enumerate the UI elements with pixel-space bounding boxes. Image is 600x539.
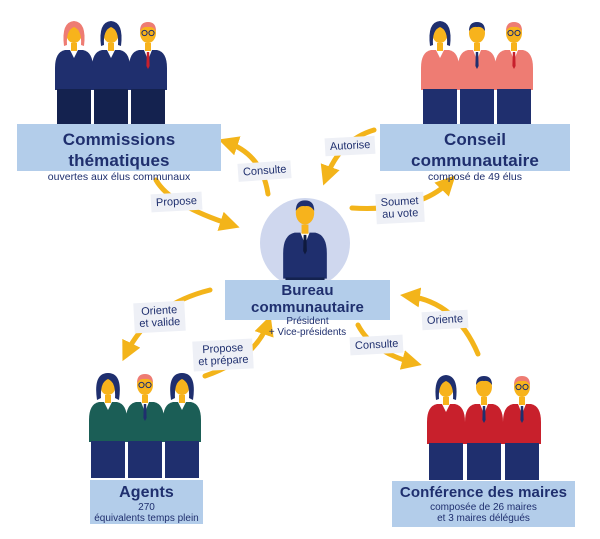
edge-label-propose-et-prepare: Propose et prépare — [192, 338, 254, 372]
bureau-subtitle-2: + Vice-présidents — [268, 327, 347, 338]
commissions-subtitle: ouvertes aux élus communaux — [47, 171, 191, 183]
edge-label-consulte-bottom: Consulte — [349, 334, 404, 356]
agents-title: Agents — [119, 484, 174, 501]
edge-label-soumet-au-vote: Soumet au vote — [375, 191, 425, 225]
edge-label-consulte-top: Consulte — [237, 160, 292, 182]
bureau-title: Bureau communautaire — [251, 282, 364, 316]
edge-label-autorise: Autorise — [324, 135, 376, 157]
agents-people-illustration — [89, 373, 201, 479]
edge-label-oriente-et-valide: Oriente et valide — [133, 300, 186, 334]
conference-people-illustration — [427, 375, 542, 481]
commissions-title: Commissions thématiques — [62, 130, 176, 170]
president-illustration — [260, 198, 350, 320]
commissions-box: Commissions thématiques ouvertes aux élu… — [17, 124, 221, 183]
conference-subtitle-2: et 3 maires délégués — [437, 513, 530, 524]
agents-box: Agents 270 équivalents temps plein — [90, 480, 203, 524]
agents-subtitle-2: équivalents temps plein — [94, 513, 199, 524]
arrow-consulte-top — [218, 136, 271, 197]
edge-label-oriente: Oriente — [421, 309, 469, 331]
bureau-box: Bureau communautaire Président + Vice-pr… — [225, 280, 390, 338]
agents-subtitle-1: 270 — [138, 502, 155, 513]
conference-title: Conférence des maires — [399, 484, 568, 501]
conseil-people-illustration — [421, 21, 534, 127]
conseil-subtitle: composé de 49 élus — [428, 171, 522, 183]
edge-label-propose: Propose — [150, 191, 203, 213]
conseil-box: Conseil communautaire composé de 49 élus — [380, 124, 570, 183]
conseil-title: Conseil communautaire — [411, 130, 539, 170]
commissions-people-illustration — [55, 21, 168, 127]
conference-box: Conférence des maires composée de 26 mai… — [392, 481, 575, 527]
bureau-subtitle-1: Président — [286, 316, 329, 327]
conference-subtitle-1: composée de 26 maires — [430, 502, 537, 513]
